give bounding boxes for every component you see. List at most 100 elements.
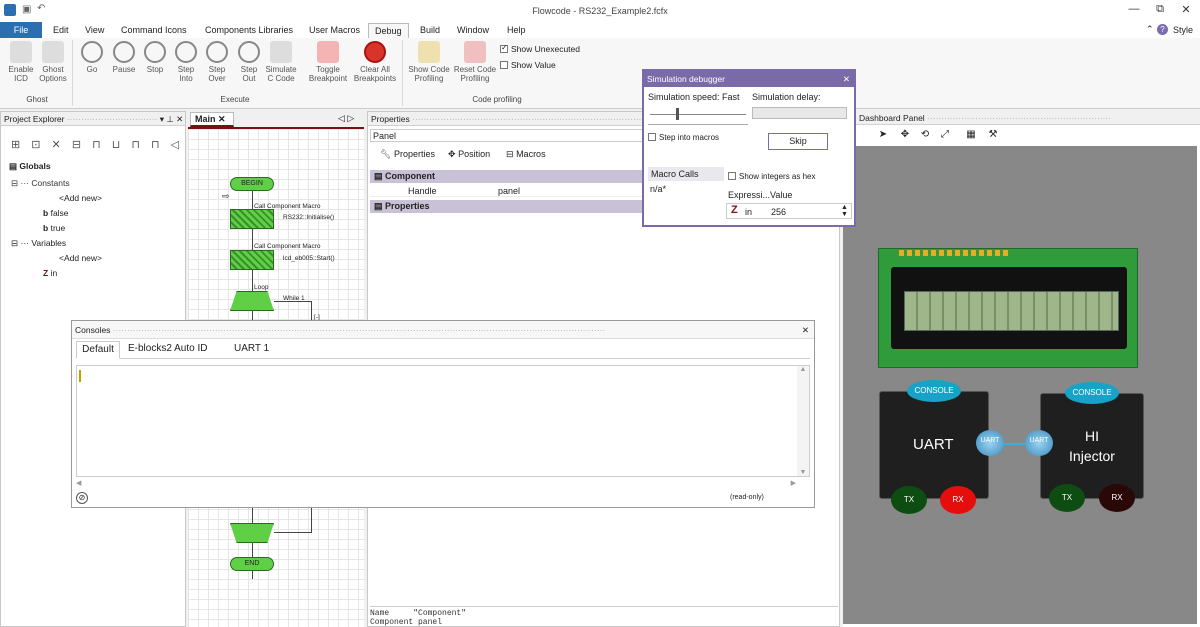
tab-default[interactable]: Default [76,341,120,359]
step-over-button[interactable]: Step Over [200,41,234,83]
pointer-icon[interactable]: ➤ [875,128,891,142]
skip-button[interactable]: Skip [768,133,828,150]
slider-thumb[interactable] [676,108,679,120]
rx-button-2[interactable]: RX [1099,484,1135,512]
menu-command-icons[interactable]: Command Icons [115,23,193,38]
move-icon[interactable]: ✥ [897,128,913,142]
ghost-options-button[interactable]: Ghost Options [36,41,70,83]
toggle-breakpoint-button[interactable]: Toggle Breakpoint [305,41,351,83]
go-button[interactable]: Go [75,41,109,74]
rx-button-1[interactable]: RX [940,486,976,514]
stop-button[interactable]: Stop [138,41,172,74]
watch-row[interactable]: Z in 256 ▲▼ [726,203,852,219]
flow-call2-title: Call Component Macro [254,243,320,251]
tree-constants[interactable]: ⊟ ··· Constants [11,178,70,189]
restore-button[interactable]: ⧉ [1150,3,1170,16]
console-text-area[interactable]: ▲▼ [76,365,810,477]
step-into-macros-checkbox[interactable]: Step into macros [648,133,719,142]
lcd-board[interactable] [878,248,1138,368]
close-button[interactable]: ✕ [1176,3,1196,16]
tree-variables[interactable]: ⊟ ··· Variables [11,238,66,249]
rotate-icon[interactable]: ⟲ [917,128,933,142]
menu-debug[interactable]: Debug [368,23,409,38]
checkbox-icon [648,133,656,141]
chip-icon [10,41,32,63]
handle-value[interactable]: panel [498,186,520,196]
properties-section-header[interactable]: ▤ Properties [370,200,644,213]
simulate-c-button[interactable]: Simulate C Code [264,41,298,83]
lcd-pins [899,250,1009,256]
close-icon[interactable]: ✕ [802,321,809,339]
readonly-label: (read-only) [730,494,764,501]
flow-end[interactable]: END [230,557,274,571]
properties-tab-properties[interactable]: 🔧︎ Properties [380,149,435,160]
menu-window[interactable]: Window [451,23,495,38]
pin-icon[interactable]: ▾ ⊥ ✕ [157,114,183,124]
collapse-ribbon-icon[interactable]: ⌃ [1146,24,1154,35]
uart-api-port-2[interactable]: UART [1025,430,1053,456]
flow-call-macro-2[interactable] [230,250,274,270]
close-tab-icon[interactable]: ✕ [218,114,226,124]
menu-edit[interactable]: Edit [47,23,75,38]
menu-file[interactable]: File [0,22,42,38]
properties-tab-macros[interactable]: ⊟ Macros [506,149,546,160]
step-into-button[interactable]: Step Into [169,41,203,83]
menu-bar: File Edit View Command Icons Components … [0,22,1200,38]
grid-icon[interactable]: ▦ [963,128,979,142]
menu-user-macros[interactable]: User Macros [303,23,366,38]
clear-breakpoints-button[interactable]: Clear All Breakpoints [351,41,399,83]
tree-globals[interactable]: ▤ Globals [9,161,51,172]
step-out-button[interactable]: Step Out [232,41,266,83]
tree-add-new-variable[interactable]: <Add new> [59,253,102,263]
move-icon: ✥ [448,149,456,159]
pause-button[interactable]: Pause [107,41,141,74]
tree-false[interactable]: b false [43,208,69,218]
show-value-checkbox[interactable]: Show Value [500,60,556,70]
consoles-window: Consoles ·······························… [71,320,815,508]
tree-true[interactable]: b true [43,223,65,233]
horizontal-scrollbar[interactable]: ◀▶ [76,479,796,489]
show-unexecuted-checkbox[interactable]: Show Unexecuted [500,44,580,54]
tab-scroll-icon[interactable]: ◁ ▷ [338,113,354,124]
resize-icon[interactable]: ⤢ [937,128,953,142]
properties-footer: Name "Component" Component panel [370,606,838,626]
menu-view[interactable]: View [79,23,110,38]
wrench-icon[interactable]: ⚒ [985,128,1001,142]
component-section-header[interactable]: ▤ Component [370,170,644,183]
tree-add-new-constant[interactable]: <Add new> [59,193,102,203]
tree-in[interactable]: Z in [43,268,57,278]
watch-row-value[interactable]: 256 [771,207,786,217]
show-code-profiling-button[interactable]: Show Code Profiling [405,41,453,83]
help-icon[interactable]: ? [1157,24,1168,35]
menu-build[interactable]: Build [414,23,446,38]
flow-loop[interactable] [230,291,274,311]
tx-button-1[interactable]: TX [891,486,927,514]
tx-button-2[interactable]: TX [1049,484,1085,512]
console-status-icon[interactable]: ⊘ [76,492,88,504]
reset-code-profiling-button[interactable]: Reset Code Profiling [451,41,499,83]
sim-delay-field[interactable] [752,107,847,119]
spinner-icon[interactable]: ▲▼ [841,204,848,218]
console-button-1[interactable]: CONSOLE [907,380,961,402]
close-icon[interactable]: ✕ [843,71,850,87]
style-menu[interactable]: Style [1173,25,1193,35]
wrench-icon: 🔧︎ [380,149,391,159]
flow-call2-value: lcd_eb005::Start() [283,255,335,263]
show-hex-checkbox[interactable]: Show integers as hex [728,172,816,181]
flow-loop-end[interactable] [230,523,274,543]
properties-tab-position[interactable]: ✥ Position [448,149,490,160]
flow-begin[interactable]: BEGIN [230,177,274,191]
group-ghost: Ghost [22,95,52,104]
uart-api-port-1[interactable]: UART [976,430,1004,456]
console-button-2[interactable]: CONSOLE [1065,382,1119,404]
tab-eblocks2-auto-id[interactable]: E-blocks2 Auto ID [128,343,207,354]
tab-uart-1[interactable]: UART 1 [234,343,269,354]
enable-icd-button[interactable]: Enable ICD [4,41,38,83]
sim-speed-slider[interactable] [648,105,748,125]
menu-components-libraries[interactable]: Components Libraries [199,23,299,38]
vertical-scrollbar[interactable]: ▲▼ [797,366,809,476]
tab-main[interactable]: Main ✕ [190,112,234,127]
menu-help[interactable]: Help [501,23,532,38]
minimize-button[interactable]: — [1124,3,1144,15]
flow-call-macro-1[interactable] [230,209,274,229]
